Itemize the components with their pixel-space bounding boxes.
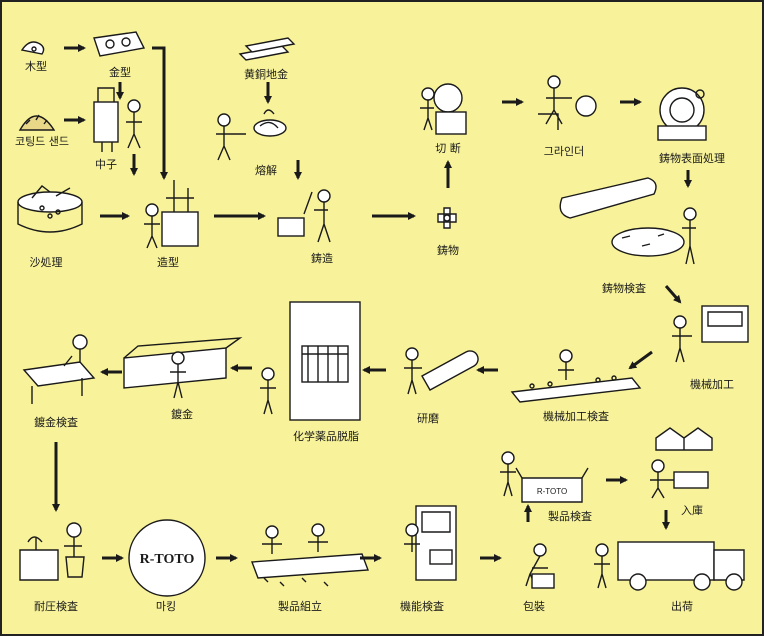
label-sand-treatment: 沙処理 [29, 256, 63, 269]
label-plating-inspection: 鍍金検査 [34, 416, 78, 429]
brass-bars-icon [238, 37, 296, 61]
label-polishing: 研磨 [417, 412, 439, 425]
label-melting: 熔解 [255, 164, 277, 177]
plating-bath-icon [123, 337, 243, 399]
warehouse-icon [650, 427, 713, 499]
label-plating: 鍍金 [171, 408, 193, 421]
inspection-table-icon [510, 349, 642, 403]
sand-pile-icon [18, 114, 56, 131]
label-cutting: 切 断 [435, 142, 461, 155]
degreasing-tank-icon [260, 301, 361, 421]
machining-center-icon [672, 305, 749, 363]
arrow-inspection-to-machining [664, 285, 682, 304]
label-grinder: 그라인더 [543, 145, 585, 158]
arrow-machining-to-mach-inspection [628, 350, 653, 370]
label-function-test: 機能検査 [400, 600, 444, 613]
core-maker-icon [93, 87, 142, 152]
pressure-tester-icon [19, 522, 85, 581]
metal-pattern-icon [93, 31, 146, 57]
label-wood-pattern: 木型 [25, 60, 47, 73]
label-core: 中子 [95, 158, 117, 171]
label-metal-pattern: 金型 [109, 66, 131, 79]
label-pressure-test: 耐圧検査 [34, 600, 78, 613]
label-machining: 機械加工 [690, 378, 734, 391]
label-marking: 마킹 [155, 600, 177, 613]
marking-logo-text: R-TOTO [140, 552, 195, 567]
shot-blast-drum-icon [657, 87, 707, 141]
shipping-truck-icon [594, 541, 745, 591]
label-machining-inspection: 機械加工検査 [543, 410, 609, 423]
label-packing: 包裝 [523, 600, 545, 613]
marking-circle-icon [128, 519, 206, 597]
conveyor-inspection-icon [559, 177, 697, 265]
label-casting: 鋳物 [437, 244, 459, 257]
cutting-machine-icon [420, 83, 467, 135]
wood-pattern-icon [20, 41, 45, 55]
polishing-belt-icon [404, 347, 479, 395]
function-tester-icon [404, 505, 457, 581]
label-casting-inspection: 鋳物検査 [602, 282, 646, 295]
product-box-print: R-TOTO [537, 487, 567, 496]
grinder-worker-icon [538, 75, 597, 130]
label-molding: 造型 [157, 256, 179, 269]
label-surface-treatment: 鋳物表面処理 [659, 152, 725, 165]
label-warehousing: 入庫 [681, 504, 703, 517]
label-shipping: 出荷 [671, 600, 693, 613]
sand-mixer-icon [17, 185, 83, 233]
label-pouring: 鋳造 [311, 252, 333, 265]
label-chemical-degreasing: 化学薬品脱脂 [293, 430, 359, 443]
packing-worker-icon [525, 543, 555, 589]
ladle-worker-icon [216, 109, 287, 161]
label-coated-sand: 코팅드 샌드 [14, 135, 70, 148]
pouring-worker-icon [277, 189, 331, 243]
assembly-workers-icon [251, 523, 369, 587]
molding-machine-icon [144, 180, 199, 249]
product-box-icon [500, 451, 589, 503]
arrow-metal-to-molding [152, 46, 168, 180]
label-product-inspection: 製品検査 [548, 510, 592, 523]
label-assembly: 製品組立 [278, 600, 322, 613]
label-brass-ingot: 黄銅地金 [244, 68, 288, 81]
plating-inspection-icon [22, 334, 96, 404]
casting-part-icon [437, 207, 457, 229]
